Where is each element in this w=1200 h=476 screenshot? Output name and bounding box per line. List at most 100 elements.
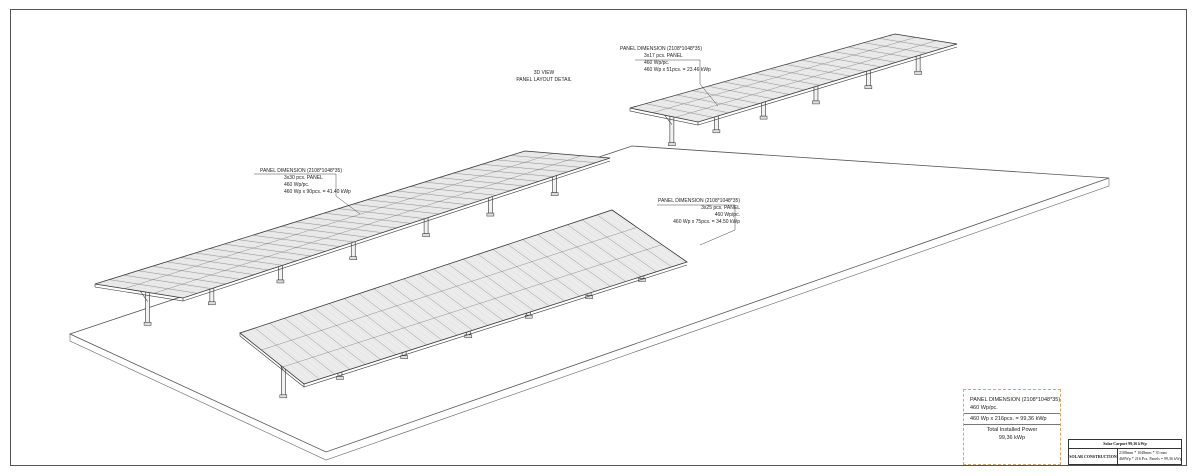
top-array-cell-line	[705, 86, 772, 100]
front-array-cell-line	[500, 246, 573, 299]
top-array-cell-line	[720, 82, 787, 96]
left-array-cell-line	[331, 210, 418, 222]
front-array-cell-line	[525, 238, 598, 291]
left-array-cell-line	[116, 277, 205, 292]
top-array-power: 460 Wp x 51pcs. = 23.46 kWp	[644, 67, 711, 73]
front-array-panel-seam	[597, 214, 672, 268]
left-array-cell-line	[493, 160, 580, 169]
front-array-cell-line	[267, 323, 333, 376]
left-array-cell-line	[178, 258, 267, 271]
front-array-cell-line	[604, 212, 680, 265]
front-array-cell-line	[296, 314, 363, 366]
top-array-cell-line	[845, 47, 909, 59]
left-array-panel-seam	[152, 266, 240, 280]
left-array-footing	[550, 192, 559, 196]
left-array-cell-line	[369, 198, 456, 209]
left-array-panel-seam	[467, 168, 554, 177]
left-array-cell-line	[221, 244, 309, 257]
left-array-footing	[486, 212, 495, 217]
front-array-cell-line	[287, 317, 353, 369]
top-array-cell-line	[752, 73, 818, 87]
front-array-panel-seam	[418, 273, 488, 326]
left-array-row-seam	[124, 153, 554, 289]
front-array-panel-seam	[537, 234, 611, 287]
left-array-cell-line	[245, 237, 333, 250]
front-array-cell-line	[346, 297, 414, 350]
left-array-cell-line	[522, 151, 608, 159]
left-array-cell-line	[259, 232, 347, 245]
left-array-cell-line	[255, 234, 342, 246]
front-array-cell-line	[326, 304, 394, 356]
front-array-cell-line	[351, 296, 419, 348]
front-array-cell-line	[554, 228, 629, 281]
left-array-panel-seam	[309, 217, 397, 229]
front-array-cell-line	[564, 225, 639, 278]
top-array-panel-seam	[879, 38, 942, 49]
left-array-panel-seam	[223, 243, 312, 257]
front-array-cell-line	[336, 300, 404, 353]
left-array-cell-line	[130, 272, 219, 287]
left-array-panel-seam	[338, 208, 425, 219]
top-array-cell-line	[814, 56, 879, 68]
front-array-cell-line	[465, 258, 537, 311]
left-array-panel-seam	[381, 195, 468, 205]
front-array-panel-seam	[269, 323, 335, 375]
front-array-cell-line	[242, 332, 307, 384]
right-array-count: 3x25 pcs. PANEL	[701, 205, 740, 211]
front-array-cell-line	[505, 245, 578, 298]
left-array-panel-seam	[395, 190, 482, 201]
top-array-cell-line	[741, 76, 808, 90]
top-array-panel-seam	[770, 68, 836, 81]
left-array-count: 3x30 pcs. PANEL	[284, 175, 323, 181]
left-array-cell-line	[173, 259, 262, 273]
top-array-cell-line	[762, 70, 828, 84]
left-array-footing	[349, 256, 357, 260]
left-array-panel-seam	[137, 270, 226, 285]
front-array-cell-line	[515, 241, 588, 294]
front-array-cell-line	[540, 233, 613, 286]
left-array-cell-line	[283, 225, 371, 237]
top-array-cell-line	[871, 40, 935, 51]
front-array-panel-seam	[463, 259, 534, 311]
left-array-cell-line	[498, 159, 584, 167]
top-array-cell-line	[689, 91, 757, 105]
top-array-panel-seam	[754, 73, 820, 86]
left-array-cell-line	[388, 193, 475, 203]
left-array-panel-seam	[209, 248, 297, 261]
front-array-cell-line	[406, 277, 476, 330]
front-array-cell-line	[321, 305, 389, 358]
top-array-cell-line	[757, 72, 823, 85]
left-array-edge	[94, 284, 184, 302]
left-array-cell-line	[111, 278, 200, 293]
front-array-panel-seam	[552, 229, 626, 282]
front-array-cell-line	[599, 214, 675, 267]
top-array-cell-line	[824, 53, 889, 65]
top-array-cell-line	[788, 63, 853, 76]
top-array-panel-seam	[785, 64, 851, 77]
front-array-cell-line	[440, 266, 511, 319]
left-array-edge	[182, 160, 611, 302]
front-array-cell-line	[391, 282, 460, 335]
left-array-cell-line	[336, 209, 423, 220]
left-array-cell-line	[384, 194, 471, 204]
left-array-cell-line	[264, 231, 352, 243]
left-array-cell-line	[135, 271, 224, 285]
left-array-cell-line	[302, 219, 390, 231]
top-array-cell-line	[881, 37, 945, 48]
front-array-panel-seam	[388, 283, 458, 336]
front-array-cell-line	[252, 328, 317, 380]
top-array-panel-seam	[848, 46, 912, 58]
front-array-cell-line	[475, 255, 547, 307]
top-array-cell-line	[668, 97, 737, 111]
left-array-cell-line	[278, 227, 366, 239]
top-array-panel-seam	[661, 99, 729, 113]
left-array-panel-seam	[252, 235, 340, 247]
front-array-panel-seam	[299, 313, 366, 365]
left-array-cell-line	[398, 190, 485, 200]
left-array-cell-line	[350, 204, 437, 215]
left-array-panel-seam	[424, 181, 511, 191]
front-array-cell-line	[282, 319, 348, 371]
front-array-cell-line	[549, 230, 624, 283]
left-array-panel-seam	[352, 204, 440, 215]
front-array-edge	[303, 264, 688, 388]
